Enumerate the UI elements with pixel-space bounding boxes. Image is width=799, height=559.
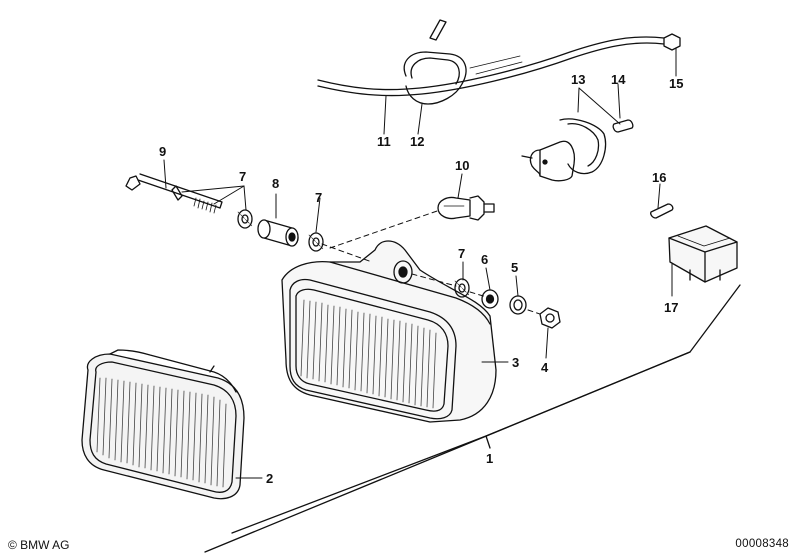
callout-8: 8 xyxy=(272,176,279,191)
callouts: 1 2 3 4 5 6 7 7 7 8 9 10 11 12 13 14 15 … xyxy=(159,72,683,486)
callout-7b: 7 xyxy=(315,190,322,205)
copyright-label: © BMW AG xyxy=(8,538,70,552)
parking-bulb xyxy=(612,119,634,133)
headlight-housing xyxy=(281,240,497,423)
callout-13: 13 xyxy=(571,72,585,87)
callout-9: 9 xyxy=(159,144,166,159)
front-lens xyxy=(81,349,245,500)
callout-10: 10 xyxy=(455,158,469,173)
callout-14: 14 xyxy=(611,72,626,87)
fuse xyxy=(650,203,674,219)
drawing-number: 00008348 xyxy=(735,538,789,550)
spacer-sleeve xyxy=(257,219,299,247)
lock-washer-c xyxy=(454,278,470,298)
callout-15: 15 xyxy=(669,76,683,91)
wiring-harness xyxy=(317,19,681,105)
mounting-bolt xyxy=(125,173,223,214)
bulb xyxy=(437,195,495,221)
callout-5: 5 xyxy=(511,260,518,275)
hex-nut xyxy=(539,307,561,329)
callout-7c: 7 xyxy=(458,246,465,261)
callout-17: 17 xyxy=(664,300,678,315)
flat-washer xyxy=(481,289,499,309)
lock-washer-b xyxy=(308,232,324,252)
callout-1: 1 xyxy=(486,451,493,466)
relay xyxy=(668,225,738,283)
bulb-socket xyxy=(521,118,607,182)
callout-4: 4 xyxy=(541,360,549,375)
callout-2: 2 xyxy=(266,471,273,486)
callout-3: 3 xyxy=(512,355,519,370)
callout-11: 11 xyxy=(377,134,391,149)
callout-16: 16 xyxy=(652,170,666,185)
callout-12: 12 xyxy=(410,134,424,149)
callout-6: 6 xyxy=(481,252,488,267)
leader-lines xyxy=(163,47,677,479)
spring-washer xyxy=(509,295,527,315)
callout-7a: 7 xyxy=(239,169,246,184)
lock-washer-a xyxy=(237,209,253,229)
